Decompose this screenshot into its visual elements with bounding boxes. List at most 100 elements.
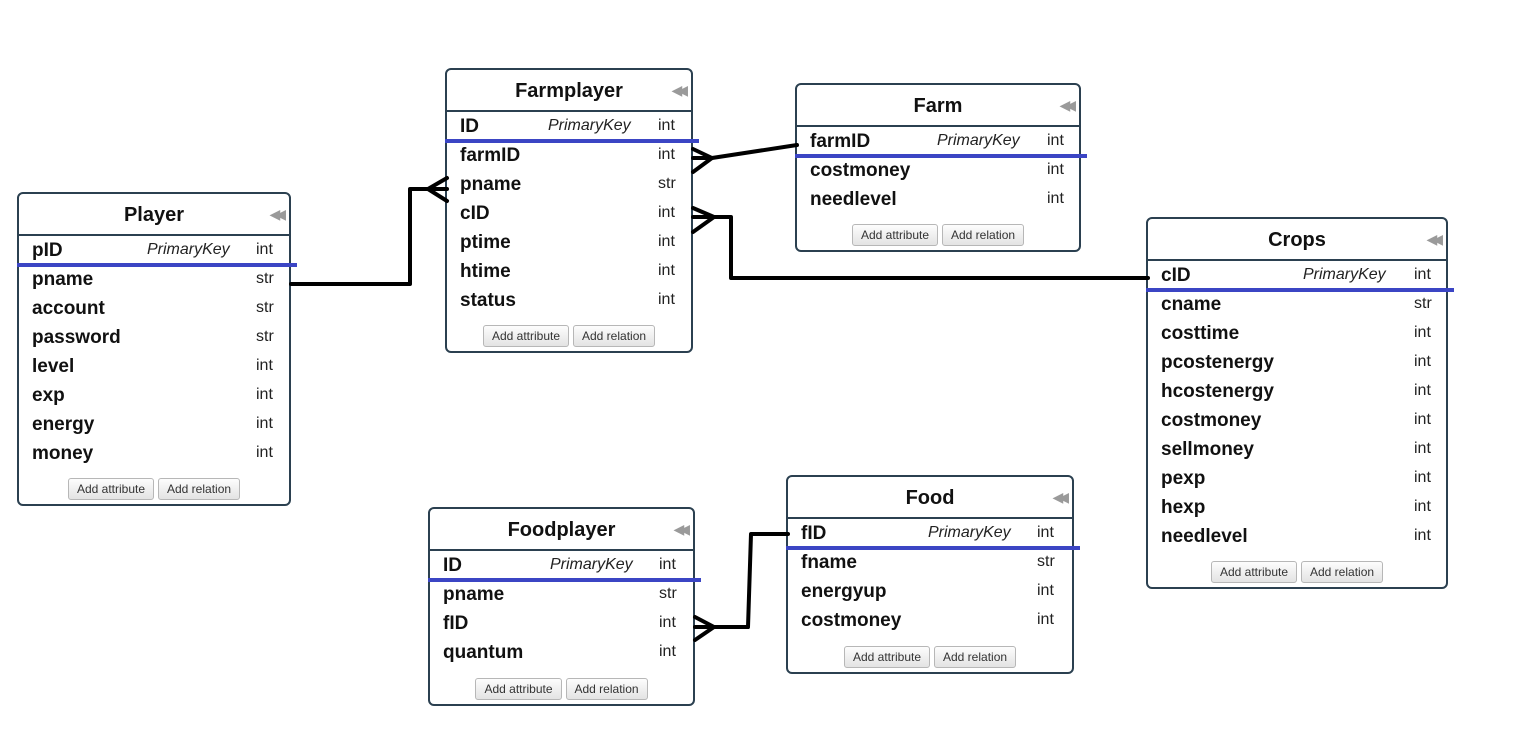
- table-header[interactable]: Crops◀◀: [1148, 219, 1446, 261]
- table-header[interactable]: Foodplayer◀◀: [430, 509, 693, 551]
- add-relation-button[interactable]: Add relation: [573, 325, 656, 347]
- attribute-type: int: [1037, 524, 1054, 541]
- attribute-name: money: [32, 443, 94, 464]
- attribute-name: quantum: [443, 642, 524, 663]
- primary-key-divider: [428, 578, 701, 582]
- attribute-type: int: [658, 146, 675, 163]
- add-relation-button[interactable]: Add relation: [1301, 561, 1384, 583]
- collapse-icon[interactable]: ◀◀: [671, 82, 687, 98]
- attribute-row[interactable]: money int: [19, 439, 289, 468]
- attribute-name: fID: [443, 613, 469, 634]
- attribute-name: cID: [1161, 265, 1191, 286]
- attribute-type: str: [256, 299, 274, 316]
- add-relation-button[interactable]: Add relation: [158, 478, 241, 500]
- collapse-icon[interactable]: ◀◀: [1059, 97, 1075, 113]
- add-attribute-button[interactable]: Add attribute: [67, 478, 154, 500]
- add-attribute-button[interactable]: Add attribute: [475, 678, 562, 700]
- table-title: Player: [123, 204, 185, 226]
- table-header[interactable]: Food ◀◀: [788, 477, 1072, 519]
- attribute-name: ID: [443, 555, 462, 576]
- attribute-row[interactable]: hcostenergy int: [1148, 377, 1446, 406]
- add-relation-button[interactable]: Add relation: [934, 646, 1017, 668]
- attribute-type: int: [658, 117, 675, 134]
- attribute-type: int: [256, 357, 273, 374]
- collapse-icon[interactable]: ◀◀: [269, 206, 285, 222]
- add-relation-button[interactable]: Add relation: [942, 224, 1025, 246]
- attribute-type: str: [1414, 295, 1432, 312]
- attribute-name: cID: [460, 203, 490, 224]
- attribute-type: str: [659, 585, 677, 602]
- table-header[interactable]: Player ◀◀: [19, 194, 289, 236]
- add-attribute-button[interactable]: Add attribute: [851, 224, 938, 246]
- attribute-name: energy: [32, 414, 95, 435]
- attribute-type: int: [256, 444, 273, 461]
- attribute-type: int: [1414, 382, 1431, 399]
- attribute-type: int: [1047, 161, 1064, 178]
- attribute-name: pcostenergy: [1161, 352, 1274, 373]
- attribute-row[interactable]: pname str: [430, 580, 693, 609]
- collapse-icon[interactable]: ◀◀: [1426, 231, 1442, 247]
- attribute-name: farmID: [810, 131, 871, 152]
- collapse-icon[interactable]: ◀◀: [673, 521, 689, 537]
- collapse-icon[interactable]: ◀◀: [1052, 489, 1068, 505]
- attribute-name: pname: [32, 269, 94, 290]
- attribute-name: password: [32, 327, 121, 348]
- attribute-name: costtime: [1161, 323, 1240, 344]
- add-attribute-button[interactable]: Add attribute: [1210, 561, 1297, 583]
- attribute-name: hexp: [1161, 497, 1206, 518]
- attribute-type: int: [1414, 266, 1431, 283]
- table-header[interactable]: Farm◀◀: [797, 85, 1079, 127]
- attribute-type: int: [658, 233, 675, 250]
- add-relation-button[interactable]: Add relation: [565, 678, 648, 700]
- add-attribute-button[interactable]: Add attribute: [482, 325, 569, 347]
- attribute-name: pname: [443, 584, 505, 605]
- add-attribute-button[interactable]: Add attribute: [843, 646, 930, 668]
- table-title: Food: [905, 487, 955, 509]
- attribute-name: hcostenergy: [1161, 381, 1274, 402]
- attribute-name: sellmoney: [1161, 439, 1254, 460]
- attribute-name: needlevel: [810, 189, 897, 210]
- table-header[interactable]: Farmplayer◀◀: [447, 70, 691, 112]
